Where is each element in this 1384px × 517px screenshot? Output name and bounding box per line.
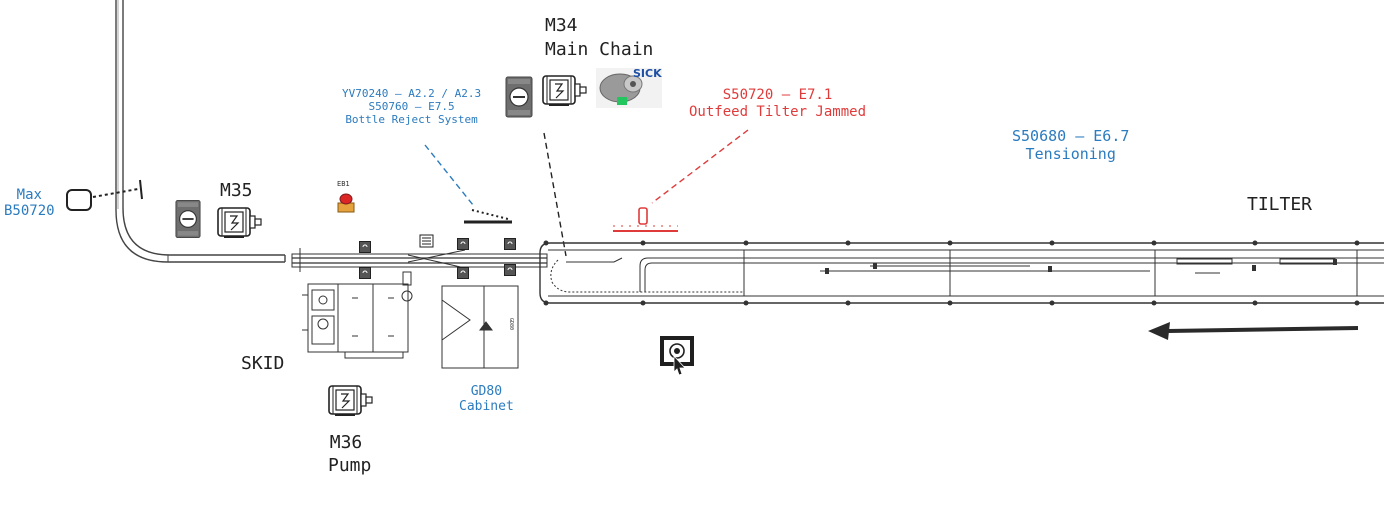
tension-label-line2: Tensioning: [1025, 145, 1116, 163]
m34-motor-icon[interactable]: [542, 75, 587, 107]
max-label: Max B50720: [4, 187, 55, 219]
direction-arrow-icon: [1148, 322, 1359, 340]
m34-leader-line: [543, 132, 567, 257]
reject-label-line3: Bottle Reject System: [345, 113, 478, 126]
m35-label: M35: [220, 180, 253, 201]
m36-motor-icon[interactable]: [328, 385, 373, 417]
tensioning-label: S50680 – E6.7 Tensioning: [1012, 127, 1129, 163]
sick-sensor-icon[interactable]: [596, 68, 662, 108]
infeed-track: [115, 0, 286, 263]
jam-sensor-icon: [613, 129, 749, 232]
svg-text:GD80: GD80: [508, 318, 514, 330]
max-label-line2: B50720: [4, 203, 55, 220]
jam-sensor-label: S50720 – E7.1 Outfeed Tilter Jammed: [689, 87, 866, 121]
reject-label-line1: YV70240 – A2.2 / A2.3: [342, 87, 482, 100]
max-sensor-icon: [66, 179, 143, 211]
tilter-conveyor: [539, 240, 1384, 306]
m36-label: M36 Pump: [328, 431, 372, 477]
reject-pusher: [424, 144, 512, 224]
gd80-cabinet-icon[interactable]: GD80: [441, 285, 519, 369]
jam-label-line2: Outfeed Tilter Jammed: [689, 104, 867, 120]
max-label-line1: Max: [16, 187, 42, 203]
reject-system-label: YV70240 – A2.2 / A2.3 S50760 – E7.5 Bott…: [342, 87, 481, 126]
tension-label-line1: S50680 – E6.7: [1012, 127, 1130, 145]
sick-logo: SICK: [633, 67, 662, 80]
m36-label-line1: M36: [329, 432, 363, 453]
m34-label-line1: M34: [545, 15, 578, 36]
m36-label-line2: Pump: [328, 455, 372, 476]
skid-track: [291, 234, 548, 302]
m35-motor-icon[interactable]: [217, 207, 262, 239]
jam-label-line1: S50720 – E7.1: [722, 87, 833, 103]
reject-label-line2: S50760 – E7.5: [368, 100, 455, 113]
touch-panel-icon[interactable]: [660, 336, 694, 376]
eb1-label: EB1: [337, 180, 350, 188]
gd80-label-line2: Cabinet: [459, 398, 514, 414]
gd80-label: GD80 Cabinet: [459, 384, 514, 415]
emergency-stop-icon[interactable]: [337, 193, 355, 213]
m34-label-line2: Main Chain: [545, 39, 654, 60]
m35-disconnect-switch-icon[interactable]: [175, 199, 201, 239]
skid-label: SKID: [241, 353, 285, 374]
m34-disconnect-switch-icon[interactable]: [505, 76, 533, 118]
tilter-label: TILTER: [1247, 194, 1313, 215]
skid-unit: [302, 283, 409, 359]
gd80-label-line1: GD80: [470, 384, 503, 399]
m34-label: M34 Main Chain: [545, 14, 653, 62]
